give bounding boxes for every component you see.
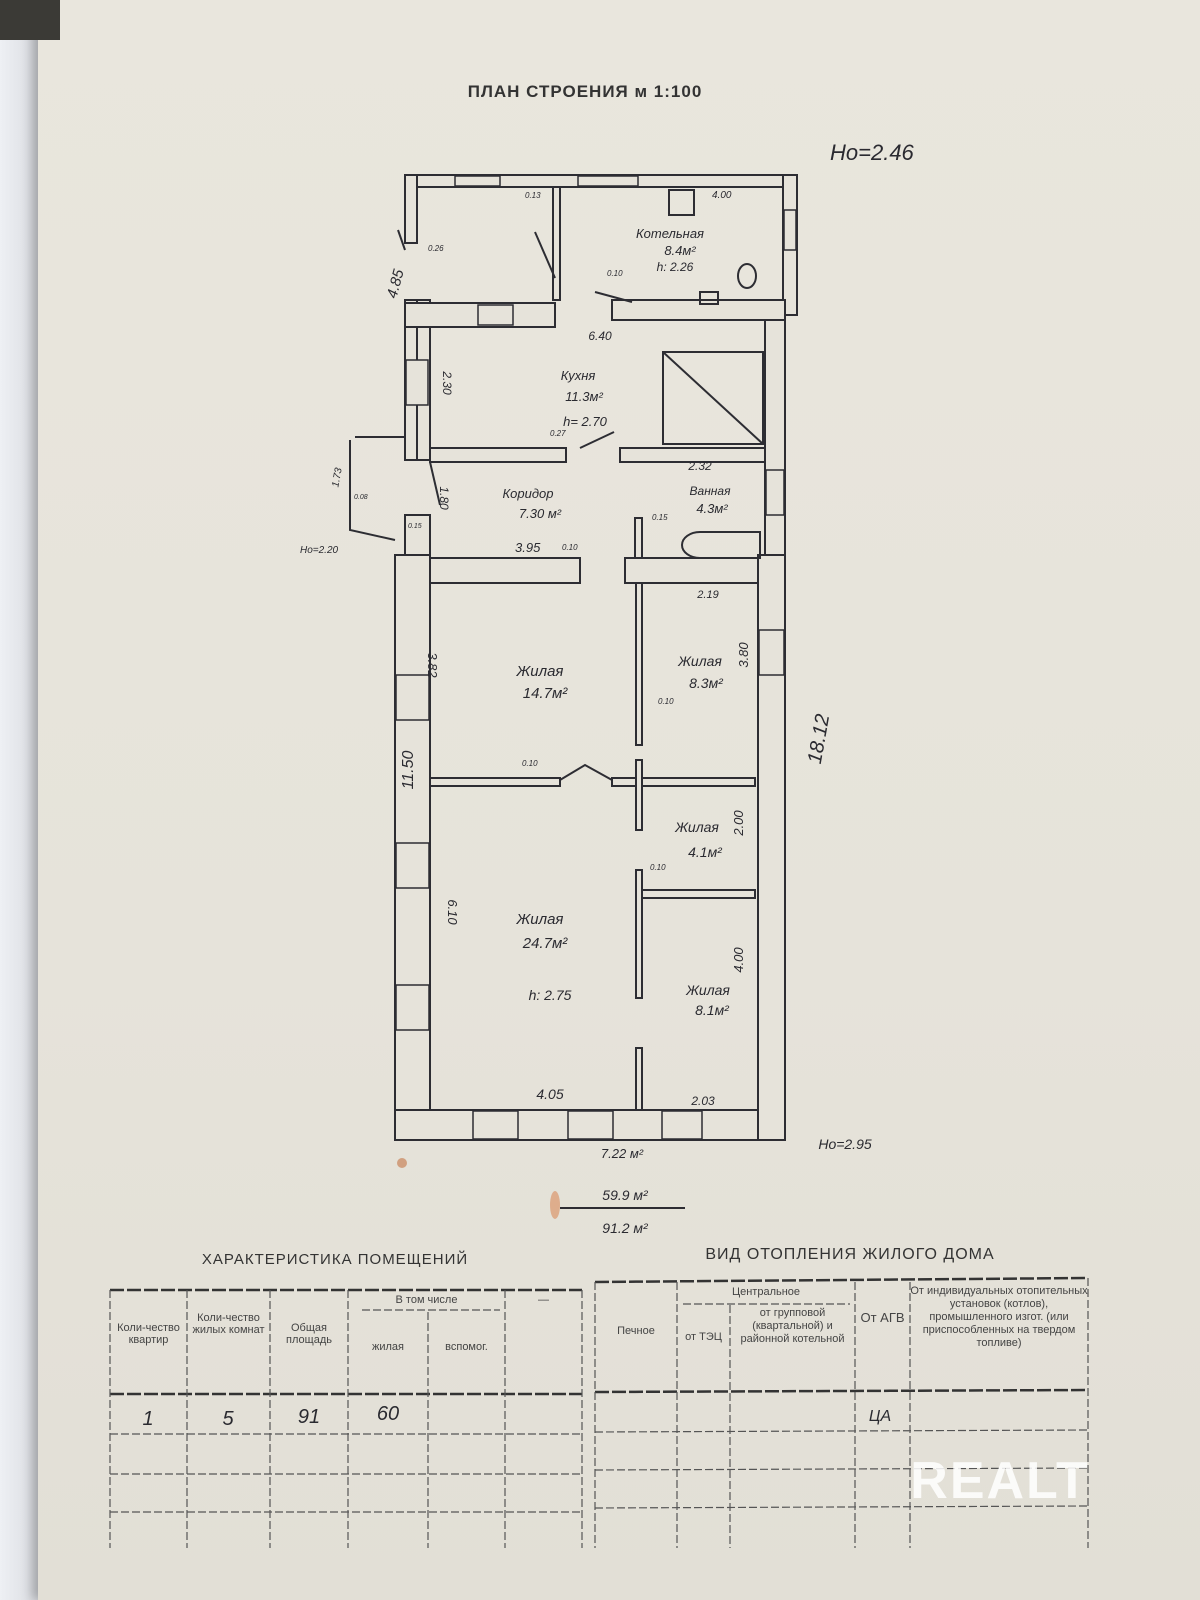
- svg-text:6.10: 6.10: [445, 899, 460, 925]
- svg-text:4.85: 4.85: [384, 267, 408, 300]
- svg-text:h: 2.26: h: 2.26: [657, 260, 694, 274]
- svg-text:2.00: 2.00: [731, 810, 746, 837]
- room-boiler: Котельная 8.4м² h: 2.26 4.00: [636, 190, 732, 274]
- svg-text:4.1м²: 4.1м²: [688, 844, 723, 860]
- svg-text:Котельная: Котельная: [636, 226, 704, 241]
- windows: [395, 175, 797, 1140]
- svg-text:18.12: 18.12: [804, 712, 834, 765]
- room-living-5: Жилая 8.1м²: [685, 982, 730, 1018]
- svg-text:0.10: 0.10: [522, 759, 538, 768]
- fixtures: [349, 189, 764, 781]
- room-kitchen: Кухня 11.3м² h= 2.70: [561, 368, 608, 429]
- heating-agv-value: ЦА: [869, 1408, 891, 1425]
- svg-text:4.05: 4.05: [536, 1086, 563, 1102]
- room-living-1: Жилая 14.7м²: [516, 663, 569, 702]
- svg-text:Коридор: Коридор: [503, 486, 554, 501]
- svg-text:Кухня: Кухня: [561, 368, 596, 383]
- svg-text:3.95: 3.95: [515, 540, 541, 555]
- svg-text:11.3м²: 11.3м²: [565, 389, 603, 404]
- walls: [394, 174, 798, 1141]
- svg-text:3.80: 3.80: [736, 642, 751, 668]
- svg-text:Жилая: Жилая: [685, 982, 730, 998]
- svg-text:0.26: 0.26: [428, 244, 444, 253]
- svg-text:0.10: 0.10: [562, 543, 578, 552]
- svg-text:Ванная: Ванная: [690, 484, 732, 498]
- svg-text:h= 2.70: h= 2.70: [563, 414, 608, 429]
- level-mark-top: Но=2.46: [830, 140, 915, 165]
- svg-text:8.3м²: 8.3м²: [689, 675, 724, 691]
- col-header-extra: —: [538, 1294, 549, 1306]
- heating-table-heading: ВИД ОТОПЛЕНИЯ ЖИЛОГО ДОМА: [705, 1246, 994, 1263]
- page-edge: [0, 0, 40, 1600]
- room-bath: Ванная 4.3м²: [690, 484, 732, 516]
- col-header-stove: Печное: [617, 1325, 655, 1337]
- svg-text:0.08: 0.08: [354, 494, 368, 501]
- svg-text:8.1м²: 8.1м²: [695, 1002, 730, 1018]
- svg-text:0.15: 0.15: [408, 523, 422, 530]
- room-living-2: Жилая 8.3м²: [677, 653, 724, 691]
- svg-text:0.10: 0.10: [658, 697, 674, 706]
- svg-text:Жилая: Жилая: [674, 819, 719, 835]
- living-area-total: 59.9 м²: [602, 1187, 649, 1203]
- watermark-logo: REALT: [910, 1452, 1089, 1510]
- table-row: 1 5 91 60: [142, 1403, 399, 1430]
- svg-text:4.00: 4.00: [712, 190, 732, 201]
- svg-text:Но=2.20: Но=2.20: [300, 545, 339, 556]
- col-group-header: В том числе: [395, 1294, 458, 1306]
- svg-text:1.73: 1.73: [330, 467, 344, 489]
- col-header-tec: от ТЭЦ: [685, 1331, 722, 1343]
- svg-text:Жилая: Жилая: [677, 653, 722, 669]
- svg-text:2.19: 2.19: [696, 589, 718, 601]
- col-header-apartments: Коли-чество квартир: [117, 1322, 180, 1346]
- room-living-4: Жилая 24.7м² h: 2.75: [516, 911, 572, 1003]
- col-header-individual: От индивидуальных отопительных установок…: [910, 1285, 1088, 1349]
- svg-text:6.40: 6.40: [588, 329, 612, 343]
- area-totals: 59.9 м² 91.2 м²: [397, 1158, 685, 1236]
- col-header-agv: От АГВ: [860, 1310, 905, 1325]
- svg-text:8.4м²: 8.4м²: [664, 243, 696, 258]
- room-living-3: Жилая 4.1м²: [674, 819, 723, 860]
- svg-text:60: 60: [377, 1403, 399, 1425]
- svg-text:5: 5: [222, 1408, 234, 1430]
- document-sheet: [38, 0, 1200, 1600]
- svg-text:0.10: 0.10: [650, 863, 666, 872]
- svg-text:4.3м²: 4.3м²: [696, 501, 728, 516]
- svg-text:2.30: 2.30: [440, 370, 454, 395]
- rooms-table-heading: ХАРАКТЕРИСТИКА ПОМЕЩЕНИЙ: [202, 1250, 468, 1268]
- svg-text:h: 2.75: h: 2.75: [529, 987, 572, 1003]
- dimension-labels: 4.85 0.13 0.26 0.10 6.40 2.30 0.27 2.32 …: [300, 191, 872, 1161]
- svg-text:2.03: 2.03: [690, 1094, 715, 1108]
- col-header-living: жилая: [372, 1341, 404, 1353]
- corner-shadow: [0, 0, 60, 40]
- rooms-table: Коли-чество квартир Коли-чество жилых ко…: [109, 1288, 583, 1548]
- svg-text:24.7м²: 24.7м²: [522, 935, 568, 952]
- col-header-rooms: Коли-чество жилых комнат: [192, 1312, 265, 1336]
- svg-text:7.22 м²: 7.22 м²: [601, 1146, 644, 1161]
- col-header-district: от групповой (квартальной) и районной ко…: [740, 1307, 845, 1345]
- room-corridor: Коридор 7.30 м²: [503, 486, 562, 521]
- heating-table: Печное Центральное от ТЭЦ от групповой (…: [594, 1276, 1089, 1548]
- col-group-central: Центральное: [731, 1286, 801, 1298]
- svg-text:3.82: 3.82: [425, 652, 440, 678]
- total-area: 91.2 м²: [602, 1220, 649, 1236]
- svg-text:0.15: 0.15: [652, 513, 668, 522]
- svg-text:Жилая: Жилая: [516, 911, 564, 928]
- col-header-auxiliary: вспомог.: [445, 1341, 488, 1353]
- svg-text:14.7м²: 14.7м²: [523, 685, 568, 702]
- svg-text:7.30 м²: 7.30 м²: [519, 506, 562, 521]
- svg-text:Но=2.95: Но=2.95: [818, 1136, 872, 1152]
- svg-text:4.00: 4.00: [731, 947, 746, 973]
- col-header-total-area: Общая площадь: [286, 1322, 332, 1346]
- svg-text:0.13: 0.13: [525, 191, 541, 200]
- svg-text:0.10: 0.10: [607, 269, 623, 278]
- svg-text:Жилая: Жилая: [516, 663, 564, 680]
- svg-text:91: 91: [298, 1406, 320, 1428]
- svg-text:2.32: 2.32: [687, 459, 712, 473]
- svg-text:1.80: 1.80: [437, 486, 451, 510]
- svg-text:1: 1: [142, 1408, 153, 1430]
- plan-title: ПЛАН СТРОЕНИЯ м 1:100: [468, 82, 703, 101]
- svg-text:11.50: 11.50: [400, 750, 417, 789]
- svg-text:0.27: 0.27: [550, 429, 566, 438]
